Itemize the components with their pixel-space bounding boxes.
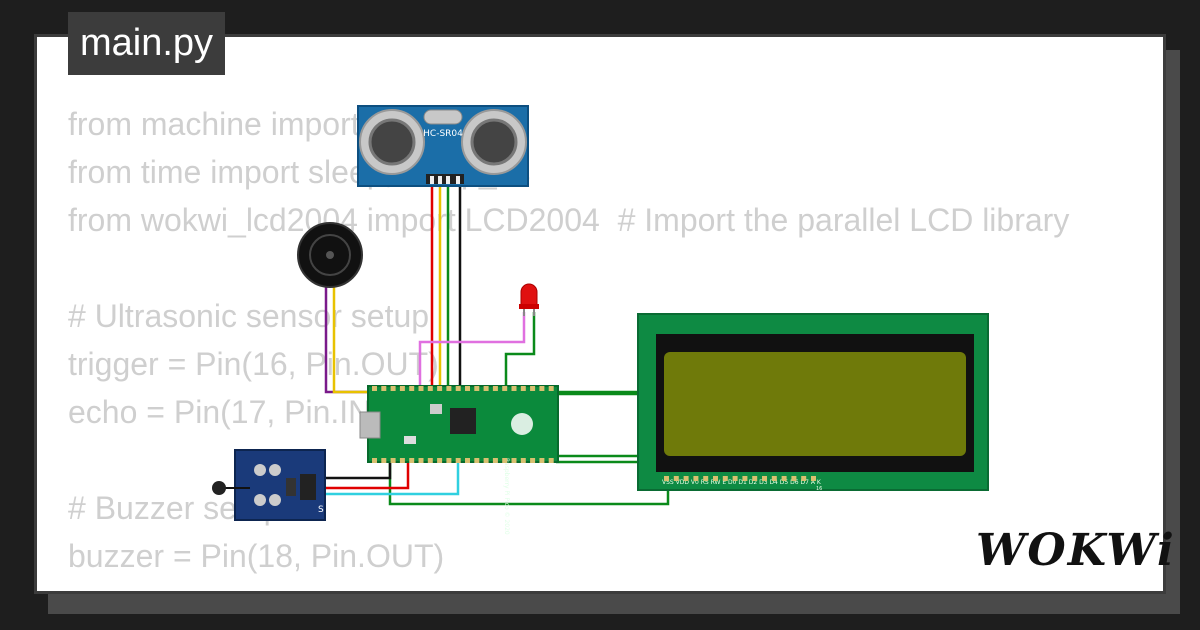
pico-pin [409,458,415,463]
red-led[interactable] [519,283,539,316]
pico-pin [390,386,396,391]
wokwi-logo: WOKWi [976,525,1176,576]
wire-lcd-green-4 [388,458,670,506]
pico-pin [539,386,545,391]
lcd-pin [762,476,767,481]
pico-pin [437,458,443,463]
lcd-pin [771,476,777,481]
pico-pin [446,386,452,391]
pico-pin [427,386,433,391]
pico-pin [455,458,461,463]
wire-temp-red [320,458,410,490]
pico-pin [530,386,536,391]
buzzer[interactable] [297,222,363,288]
pico-pin [372,386,377,391]
lcd-pin [752,476,758,481]
pico-pin [548,386,554,391]
pico-label: Raspberry Pi Pico © 2020 [503,458,510,535]
code-line: trigger = Pin(16, Pin.OUT) [68,346,439,382]
pico-pin [418,386,424,391]
temperature-sensor-module[interactable]: S [212,449,326,521]
pico-pin [381,386,387,391]
ultrasonic-sensor[interactable]: HC-SR04 [357,105,529,187]
filename-tab[interactable]: main.py [68,12,226,75]
pico-pin [539,458,545,463]
pico-pin [409,386,415,391]
code-line: from wokwi_lcd2004 import LCD2004 # Impo… [68,202,1070,238]
raspberry-pi-pico[interactable]: Raspberry Pi Pico © 2020 [359,385,559,535]
lcd-pin [722,476,728,481]
lcd-pin-labels: VSS VDD V0 RS RW E D0 D1 D2 D3 D4 D5 D6 … [662,479,822,486]
pico-pin [492,458,498,463]
pico-pin [548,458,554,463]
lcd-pin [742,476,748,481]
lcd-pin [693,476,699,481]
pico-pin [446,458,452,463]
wire-buzzer-yellow [332,282,380,394]
ultrasonic-label: HC-SR04 [423,129,463,139]
lcd-pin [713,476,718,481]
pico-pin [455,386,461,391]
lcd-pin [811,476,816,481]
pico-pin [399,458,405,463]
pico-pin [511,458,517,463]
pico-pin [465,386,470,391]
pico-pin [437,386,443,391]
pico-pin [520,386,526,391]
lcd-pin-headers [664,476,816,481]
lcd-pin [781,476,787,481]
pico-pin [502,458,508,463]
lcd-pin [673,476,679,481]
pico-pin [381,458,387,463]
pico-pin [465,458,470,463]
pico-pin [520,458,526,463]
pico-pin [492,386,498,391]
lcd-display[interactable]: VSS VDD V0 RS RW E D0 D1 D2 D3 D4 D5 D6 … [637,313,989,492]
pico-pin [483,386,489,391]
lcd-pin [732,476,738,481]
pico-pin [511,386,517,391]
wire-temp-black [320,458,392,480]
lcd-pin-end: 16 [816,486,822,492]
pico-pin [530,458,536,463]
pico-pin [474,458,480,463]
pico-pin [390,458,396,463]
pico-pin [427,458,433,463]
pico-pin [474,386,480,391]
lcd-pin [703,476,709,481]
lcd-pin [683,476,689,481]
lcd-pin [801,476,807,481]
lcd-pin [791,476,797,481]
pico-pin [399,386,405,391]
pico-pin [483,458,489,463]
temp-module-label: S [318,505,324,515]
pico-pin-headers [372,386,554,463]
pico-pin [418,458,424,463]
pico-pin [502,386,508,391]
wire-led-pink [418,312,526,392]
code-line: buzzer = Pin(18, Pin.OUT) [68,538,445,574]
wire-led-green [504,312,536,392]
pico-pin [372,458,377,463]
lcd-pin [664,476,669,481]
